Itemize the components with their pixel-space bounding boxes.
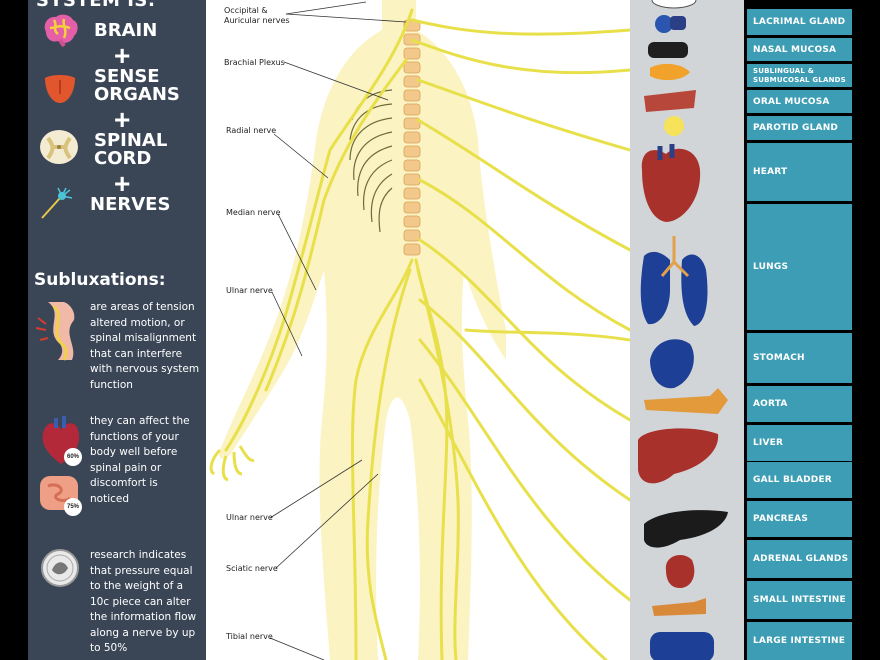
label-median-nerve: Median nerve [226, 208, 281, 217]
note-research-pressure: research indicates that pressure equal t… [90, 549, 197, 654]
ten-cent-coin-icon [41, 549, 79, 587]
label-brachial-plexus: Brachial Plexus [224, 58, 285, 67]
plus-sign: + [114, 104, 131, 135]
left-info-panel: SYSTEM IS: BRAIN + SENSE ORGANS + SPINAL… [28, 0, 206, 660]
badge-heart-percentage: 60% [64, 448, 82, 466]
label-occipital-auricular-nerves: Occipital & Auricular nerves [224, 6, 290, 25]
component-brain: BRAIN [94, 20, 158, 41]
plus-sign: + [114, 40, 131, 71]
nervous-system-diagram: Occipital & Auricular nerves Brachial Pl… [206, 0, 630, 660]
component-nerves: NERVES [90, 194, 171, 215]
note-subluxation-definition: are areas of tension altered motion, or … [90, 301, 200, 391]
spinal-cord-cross-section-icon [40, 130, 78, 164]
component-sense-organs: SENSE ORGANS [94, 66, 180, 105]
lacrimal-gland-shape [655, 15, 686, 33]
badge-gut-percentage: 75% [64, 498, 82, 516]
tongue-icon [45, 75, 75, 103]
organ-label-small-intestine: SMALL INTESTINE [747, 581, 852, 619]
neuron-icon [41, 187, 73, 219]
brain-icon [44, 14, 78, 48]
note-function-impact: they can affect the functions of your bo… [90, 415, 190, 505]
organ-label-lacrimal-gland: LACRIMAL GLAND [747, 9, 852, 35]
organ-illustrations [630, 0, 744, 660]
organ-label-oral-mucosa: ORAL MUCOSA [747, 90, 852, 113]
label-radial-nerve: Radial nerve [226, 126, 277, 135]
organ-label-lungs: LUNGS [747, 204, 852, 330]
organ-label-parotid-gland: PAROTID GLAND [747, 116, 852, 140]
organ-label-column: LACRIMAL GLAND NASAL MUCOSA SUBLINGUAL &… [744, 0, 854, 660]
organ-label-large-intestine: LARGE INTESTINE [747, 622, 852, 660]
organ-label-aorta: AORTA [747, 386, 852, 422]
organ-label-nasal-mucosa: NASAL MUCOSA [747, 38, 852, 61]
organ-label-stomach: STOMACH [747, 333, 852, 383]
organ-label-liver: LIVER [747, 425, 852, 461]
organ-label-heart: HEART [747, 143, 852, 201]
organ-label-sublingual-glands: SUBLINGUAL & SUBMUCOSAL GLANDS [747, 64, 852, 87]
organ-label-gall-bladder: GALL BLADDER [747, 462, 852, 498]
panel-heading: SYSTEM IS: [36, 0, 156, 11]
label-tibial-nerve: Tibial nerve [226, 632, 273, 641]
organ-label-pancreas: PANCREAS [747, 501, 852, 537]
spine-icon [35, 302, 75, 361]
label-ulnar-nerve-upper: Ulnar nerve [226, 286, 273, 295]
label-ulnar-nerve-lower: Ulnar nerve [226, 513, 273, 522]
component-spinal-cord: SPINAL CORD [94, 130, 168, 169]
subluxations-title: Subluxations: [34, 270, 166, 290]
organ-label-adrenal-glands: ADRENAL GLANDS [747, 540, 852, 578]
organ-drawings [638, 0, 728, 660]
label-sciatic-nerve: Sciatic nerve [226, 564, 278, 573]
plus-sign: + [114, 168, 131, 199]
body-nerve-illustration [209, 0, 630, 660]
